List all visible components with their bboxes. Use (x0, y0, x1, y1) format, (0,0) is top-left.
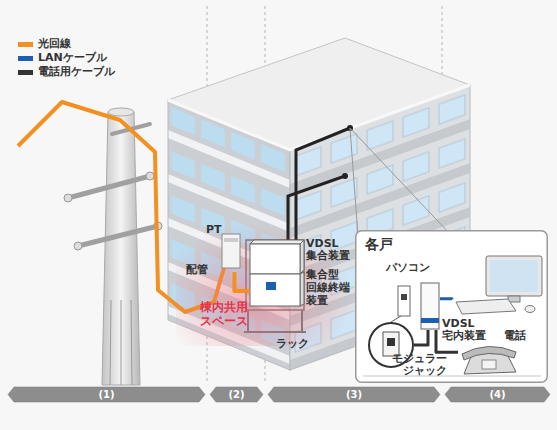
groove (131, 300, 132, 385)
vdsl-modem: VDSL 宅内装置 (420, 282, 440, 330)
shared-space-area-text: 棟内共用 スペース (200, 300, 248, 328)
floor-line (363, 375, 541, 377)
shared-space-area: 棟内共用 スペース PT VDSL 集合装置集合型 回線終端 装置 (176, 222, 354, 346)
optical-line-terminal: 集合型 回線終端 装置 (250, 274, 350, 308)
section-band: (1) (8, 387, 205, 402)
telephone: 電話 (458, 342, 520, 376)
rack-label: ラック (276, 338, 309, 350)
band-shape (268, 387, 440, 402)
box-front (250, 244, 300, 274)
section-band-text: (2) (210, 389, 263, 400)
modem-body (421, 283, 439, 329)
groove (121, 300, 122, 385)
pt-box-text: PT (206, 224, 222, 236)
insulator (64, 194, 72, 202)
section-band-text: (3) (268, 389, 440, 400)
section-band-text: (4) (445, 389, 550, 400)
legend-text: 電話用ケーブル (38, 66, 115, 78)
crossarm (78, 226, 158, 246)
telephone-shape (458, 342, 520, 376)
cable-connector (414, 330, 428, 345)
pole-top (108, 108, 134, 116)
groove (110, 300, 111, 385)
telephone-text: 電話 (504, 330, 526, 342)
pt-detail (224, 238, 238, 242)
box-front (250, 274, 300, 306)
legend-text: 光回線 (38, 38, 71, 50)
monitor (486, 256, 542, 296)
modular-jack: モジュラー ジャック (368, 322, 414, 368)
cable-connector (234, 272, 250, 291)
wall-jack-port (401, 294, 407, 300)
screen (490, 260, 538, 292)
pt-body (222, 234, 240, 268)
optical-line-terminal-text: 集合型 回線終端 装置 (306, 268, 350, 307)
vdsl-modem-text: VDSL 宅内装置 (442, 318, 486, 342)
utility-pole (64, 108, 162, 385)
cable-end (342, 173, 348, 179)
handset (462, 346, 516, 360)
insulator (74, 242, 82, 250)
modular-jack-text: モジュラー ジャック (392, 352, 447, 376)
callout-line (350, 128, 358, 236)
callout-line (350, 128, 450, 234)
section-band: (3) (268, 387, 440, 402)
legend-text: LANケーブル (38, 52, 107, 64)
legend-swatch (18, 42, 33, 47)
pole-body (102, 112, 140, 385)
legend-swatch (18, 56, 33, 61)
band-shape (210, 387, 263, 402)
modem-stripe (421, 318, 439, 323)
band-shape (445, 387, 550, 402)
cable-connector (436, 330, 458, 352)
section-band-text: (1) (8, 389, 205, 400)
pole-grooves (110, 300, 132, 385)
wall-jack (398, 286, 410, 316)
box-side (300, 240, 304, 274)
pt-box: PT (212, 224, 244, 272)
mouse (525, 306, 535, 313)
crossarm (68, 176, 150, 198)
keypad (482, 360, 496, 369)
port-detail (266, 282, 276, 290)
personal-computer-shape (452, 252, 546, 316)
section-band: (2) (210, 387, 263, 402)
jack-port (387, 338, 395, 346)
household-inset: 各戸パソコンVDSL 宅内装置電話モジュラー ジャック (355, 230, 548, 383)
household-inset-text: 各戸 (365, 236, 393, 252)
vdsl-modem-shape (420, 282, 440, 330)
inset-frame (356, 231, 548, 383)
pipe-label: 配管 (186, 264, 208, 276)
jack-leader (391, 316, 401, 322)
legend-swatch (18, 70, 33, 75)
rack-outline (246, 240, 304, 310)
personal-computer-text: パソコン (386, 262, 430, 274)
cable-connector (440, 297, 452, 301)
vdsl-concentrator-text: VDSL 集合装置 (306, 238, 350, 262)
personal-computer: パソコン (452, 252, 546, 316)
section-band: (4) (445, 387, 550, 402)
band-shape (8, 387, 205, 402)
insulator (146, 172, 154, 180)
box-side (300, 272, 304, 306)
box-top (250, 240, 304, 244)
keyboard (456, 299, 516, 314)
callout-lines (350, 128, 450, 236)
apartment-building (168, 38, 470, 370)
